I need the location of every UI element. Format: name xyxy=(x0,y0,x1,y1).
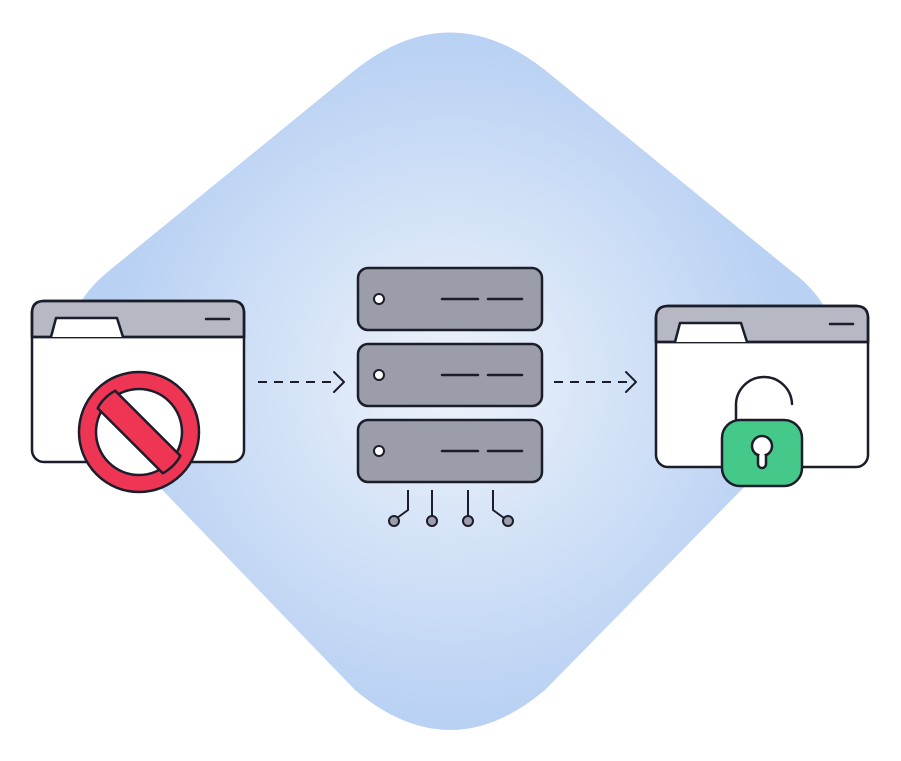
server-unit-2 xyxy=(356,342,544,408)
server-rack-icon xyxy=(356,266,544,527)
no-entry-icon xyxy=(77,370,201,494)
unlocked-padlock-icon xyxy=(720,375,804,488)
dashed-arrow-icon-right xyxy=(554,371,637,393)
server-cables xyxy=(388,490,514,527)
unlocked-browser-window-icon xyxy=(654,304,870,469)
dashed-arrow-icon-left xyxy=(258,371,345,393)
server-unit-3 xyxy=(356,418,544,484)
server-unit-1 xyxy=(356,266,544,332)
